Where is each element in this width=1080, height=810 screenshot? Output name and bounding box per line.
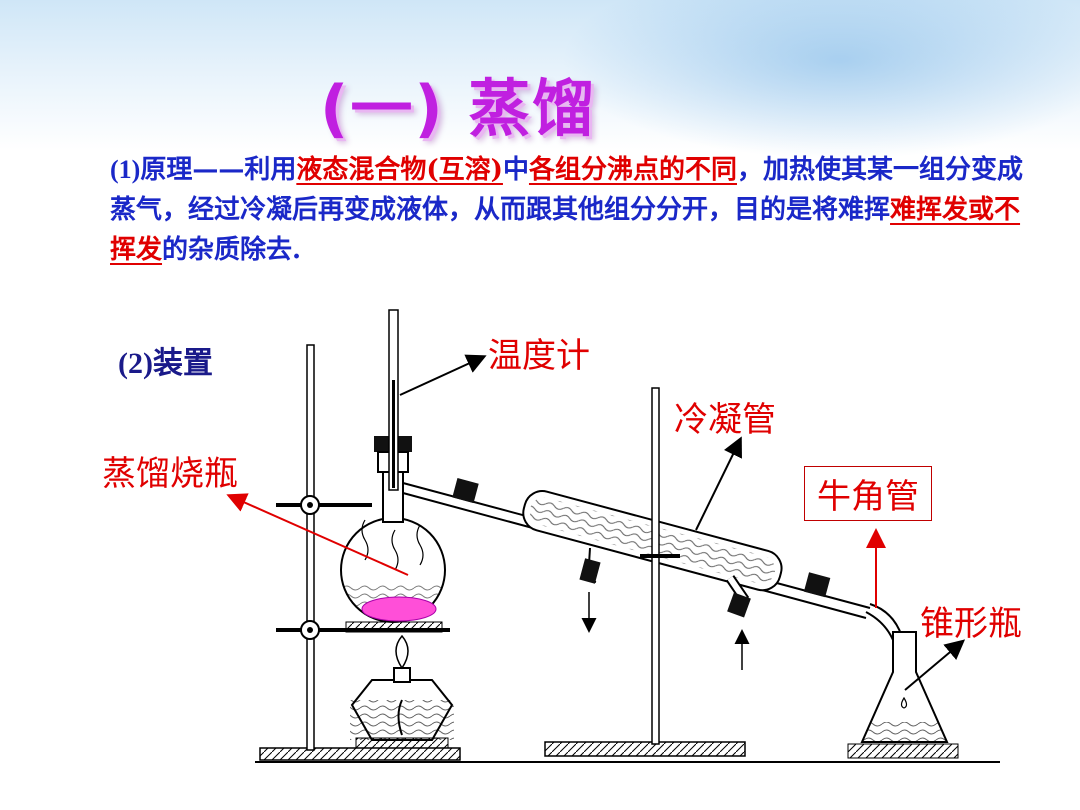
principle-dash: —— <box>192 155 245 185</box>
principle-text-5: 的杂质除去. <box>162 235 302 265</box>
principle-text-1: 利用 <box>244 155 297 185</box>
apparatus-heading: (2)装置 <box>118 347 213 380</box>
label-condenser: 冷凝管 <box>674 400 776 440</box>
label-erlenmeyer: 锥形瓶 <box>920 604 1022 644</box>
principle-answer-3: 难挥发或不挥发 <box>110 195 1021 265</box>
thermometer-pointer <box>399 354 487 396</box>
alcohol-lamp <box>350 634 454 749</box>
middle-iron-stand <box>544 387 746 757</box>
principle-answer-1: 液态混合物(互溶) <box>296 155 503 185</box>
label-flask: 蒸馏烧瓶 <box>102 454 238 494</box>
principle-label: (1)原理 <box>110 155 193 184</box>
left-iron-stand <box>259 344 461 761</box>
principle-text-4: 难挥 <box>838 195 891 225</box>
thermometer <box>388 309 399 491</box>
principle-answer-2: 各组分沸点的不同 <box>528 155 737 185</box>
slide-title: (一) 蒸馏 <box>320 72 597 145</box>
principle-text-3: ，加热使其某一组分变成蒸气，经过冷凝后再变成液体，从而跟其他组分分开，目的是将 <box>110 155 1023 225</box>
condenser-pointer <box>695 436 742 531</box>
erlenmeyer-pointer <box>904 639 966 691</box>
erlenmeyer-flask <box>847 631 959 759</box>
label-thermometer: 温度计 <box>488 336 590 376</box>
label-adapter: 牛角管 <box>804 466 932 521</box>
flask-pointer <box>226 493 409 576</box>
principle-text-2: 中 <box>502 155 529 185</box>
header-glow <box>560 0 1080 160</box>
principle-paragraph: (1)原理——利用液态混合物(互溶)中各组分沸点的不同，加热使其某一组分变成蒸气… <box>110 150 1040 270</box>
